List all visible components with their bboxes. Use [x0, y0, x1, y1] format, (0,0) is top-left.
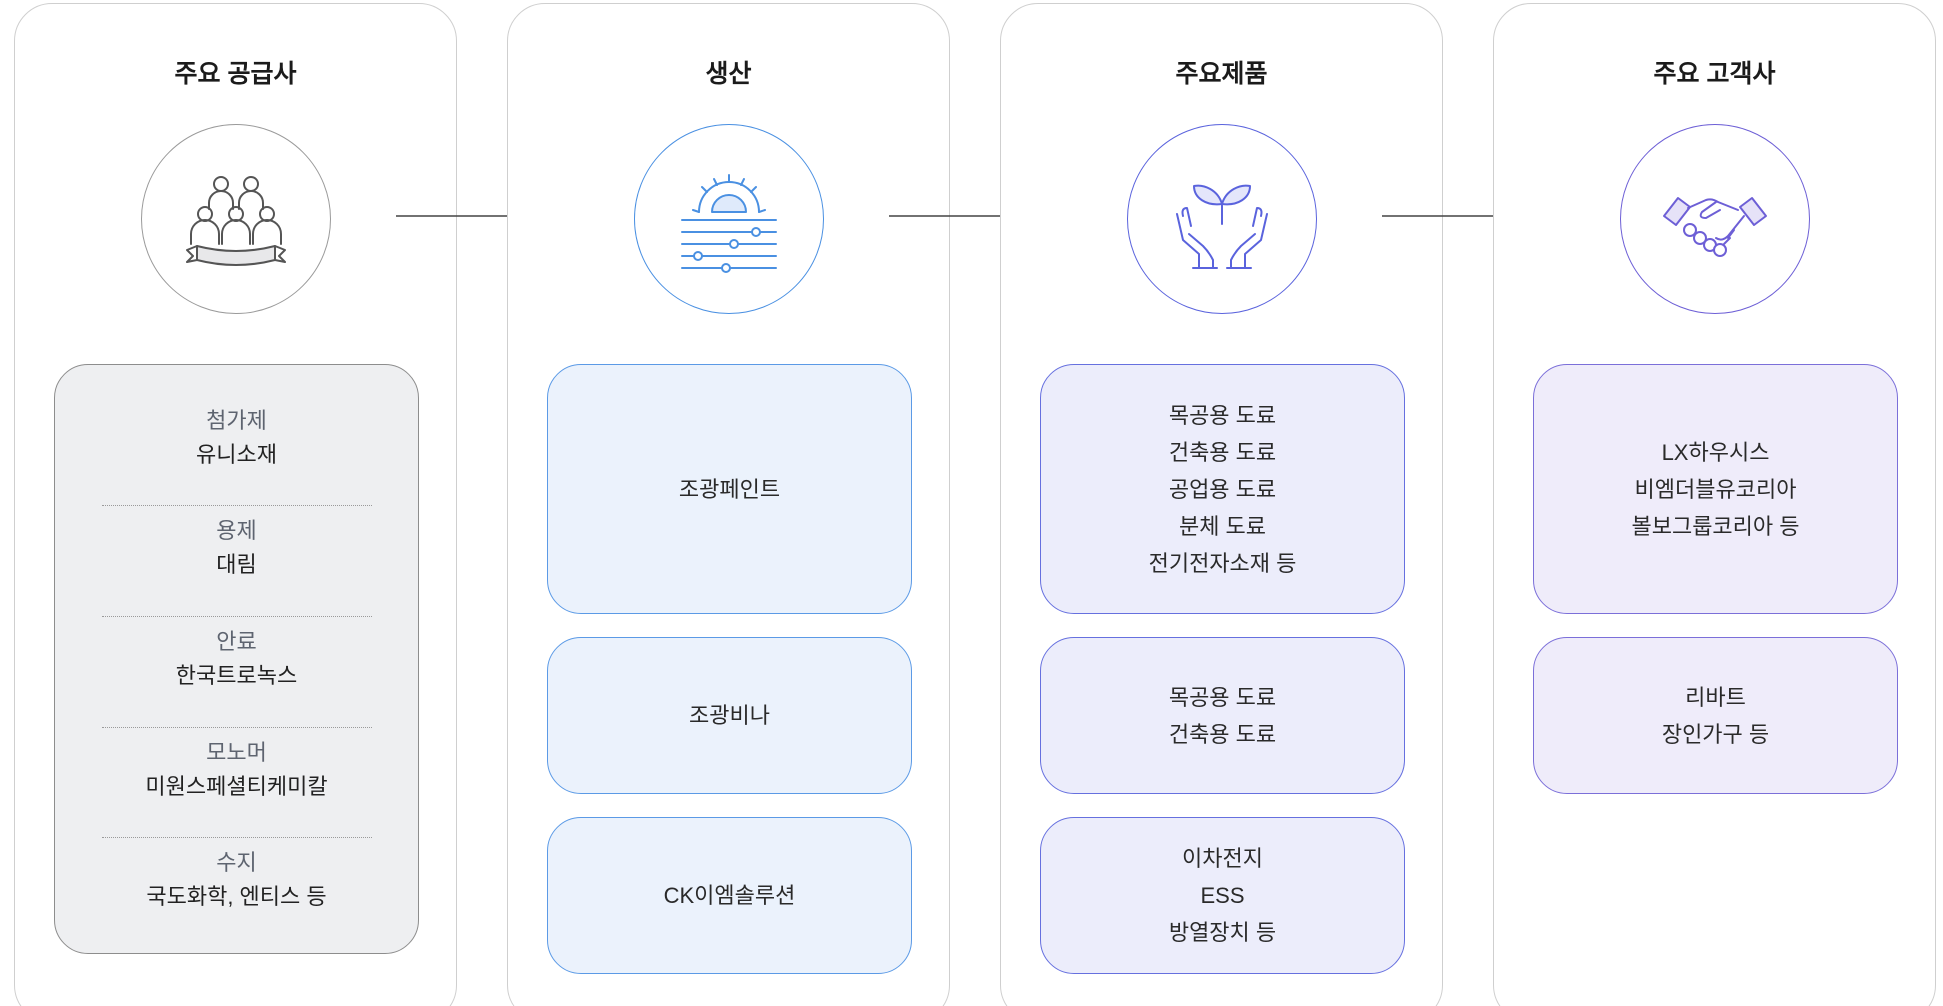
customer-name: 볼보그룹코리아 등 [1631, 513, 1800, 539]
supplier-list-box: 첨가제 유니소재 용제 대림 안료 한국트로녹스 모노머 미원스페셜티케미칼 수… [54, 364, 419, 954]
production-box: CK이엠솔루션 [547, 817, 912, 974]
handshake-icon [1620, 124, 1810, 314]
product-item: 전기전자소재 등 [1148, 550, 1297, 576]
column-title: 주요 고객사 [1653, 60, 1776, 88]
supplier-name: 국도화학, 엔티스 등 [146, 884, 327, 910]
product-box: 이차전지 ESS 방열장치 등 [1040, 817, 1405, 974]
supplier-name: 유니소재 [196, 441, 277, 467]
customer-name: 리바트 [1685, 684, 1746, 710]
people-group-icon [141, 124, 331, 314]
customer-name: 비엠더블유코리아 [1634, 476, 1797, 502]
supplier-category: 안료 [216, 628, 257, 654]
production-box: 조광비나 [547, 637, 912, 794]
gear-settings-icon [634, 124, 824, 314]
production-site: 조광비나 [689, 703, 770, 728]
product-item: ESS [1200, 883, 1245, 908]
customer-name: 장인가구 등 [1661, 721, 1770, 747]
column-suppliers: 주요 공급사 첨가제 유니소재 용제 대림 [14, 3, 457, 1006]
product-item: 목공용 도료 [1168, 684, 1277, 710]
product-item: 건축용 도료 [1168, 721, 1277, 747]
supplier-category: 수지 [216, 850, 257, 876]
supplier-group: 안료 한국트로녹스 [101, 615, 372, 701]
column-customers: 주요 고객사 LX하우시스 비엠더블유코리아 볼보그룹코리아 등 리바트 장인가… [1493, 3, 1936, 1006]
product-item: 분체 도료 [1178, 513, 1267, 539]
product-box: 목공용 도료 건축용 도료 공업용 도료 분체 도료 전기전자소재 등 [1040, 364, 1405, 614]
supplier-group: 첨가제 유니소재 [102, 396, 372, 480]
supplier-name: 대림 [216, 552, 257, 578]
product-item: 공업용 도료 [1168, 476, 1277, 502]
column-title: 주요 공급사 [174, 60, 297, 88]
supplier-group: 용제 대림 [101, 505, 372, 590]
supplier-group: 수지 국도화학, 엔티스 등 [101, 837, 372, 922]
supplier-name: 한국트로녹스 [175, 662, 298, 688]
hands-sprout-icon [1127, 124, 1317, 314]
supplier-category: 모노머 [206, 739, 267, 765]
customer-name: LX하우시스 [1661, 439, 1770, 465]
column-products: 주요제품 목공용 도료 건축용 도료 공업용 도료 분체 도료 전기전자소재 등 [1000, 3, 1443, 1006]
column-title: 생산 [705, 60, 752, 88]
column-title: 주요제품 [1175, 60, 1268, 88]
supplier-category: 첨가제 [206, 407, 267, 433]
column-production: 생산 조광페인트 조광비나 CK이엠솔루션 [507, 3, 950, 1006]
product-item: 건축용 도료 [1168, 439, 1277, 465]
product-item: 목공용 도료 [1168, 402, 1277, 428]
production-site: 조광페인트 [678, 476, 781, 502]
product-box: 목공용 도료 건축용 도료 [1040, 637, 1405, 794]
supplier-group: 모노머 미원스페셜티케미칼 [101, 726, 372, 812]
supplier-category: 용제 [216, 518, 257, 544]
product-item: 방열장치 등 [1168, 920, 1277, 945]
production-site: CK이엠솔루션 [663, 883, 796, 908]
customer-box: 리바트 장인가구 등 [1533, 637, 1898, 794]
customer-box: LX하우시스 비엠더블유코리아 볼보그룹코리아 등 [1533, 364, 1898, 614]
product-item: 이차전지 [1182, 846, 1263, 871]
supplier-name: 미원스페셜티케미칼 [145, 773, 328, 799]
production-box: 조광페인트 [547, 364, 912, 614]
